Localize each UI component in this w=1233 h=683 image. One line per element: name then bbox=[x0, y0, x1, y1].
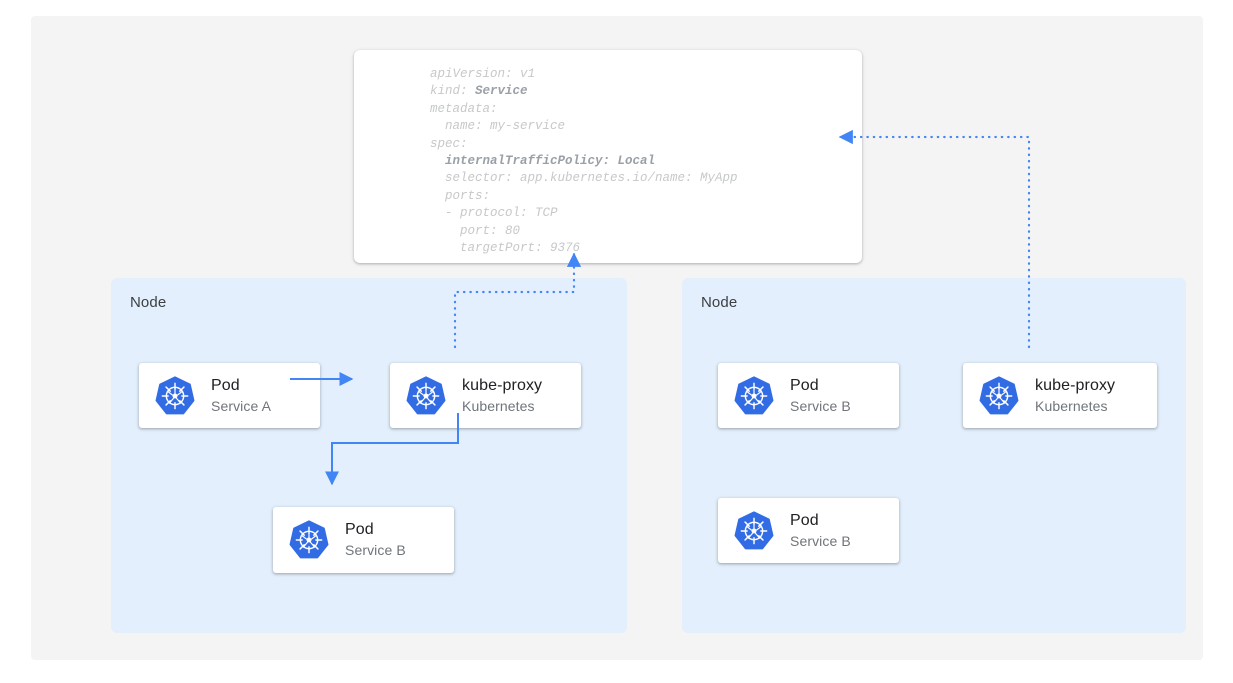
node-label-left: Node bbox=[130, 294, 167, 311]
yaml-line-selector: selector: app.kubernetes.io/name: MyApp bbox=[430, 171, 738, 186]
card-subtitle: Service B bbox=[790, 397, 851, 414]
card-kube-proxy-left[interactable]: kube-proxy Kubernetes bbox=[390, 363, 581, 428]
kubernetes-icon bbox=[289, 520, 329, 559]
card-subtitle: Service B bbox=[345, 542, 406, 558]
card-pod-service-b-right-bottom[interactable]: Pod Service B bbox=[718, 498, 899, 563]
yaml-line-spec: spec: bbox=[430, 136, 468, 151]
node-label-right: Node bbox=[701, 294, 738, 311]
card-title: Pod bbox=[790, 511, 819, 529]
yaml-line-port: port: 80 bbox=[430, 223, 521, 238]
card-kube-proxy-right[interactable]: kube-proxy Kubernetes bbox=[963, 363, 1157, 428]
card-text: kube-proxy Kubernetes bbox=[462, 376, 542, 416]
diagram-panel: apiVersion: v1 kind: Service metadata: n… bbox=[31, 16, 1203, 660]
card-title: Pod bbox=[345, 521, 374, 538]
service-manifest-code: apiVersion: v1 kind: Service metadata: n… bbox=[430, 66, 738, 257]
card-pod-service-b-left[interactable]: Pod Service B bbox=[273, 507, 454, 573]
card-title: kube-proxy bbox=[1035, 376, 1116, 394]
card-text: Pod Service B bbox=[790, 376, 851, 416]
card-pod-service-a[interactable]: Pod Service A bbox=[139, 363, 320, 428]
card-subtitle: Service B bbox=[790, 532, 851, 549]
yaml-line-kind: kind: Service bbox=[430, 84, 528, 99]
card-title: Pod bbox=[790, 376, 819, 394]
kubernetes-icon bbox=[155, 375, 195, 414]
card-pod-service-b-right-top[interactable]: Pod Service B bbox=[718, 363, 899, 428]
yaml-line-ports: ports: bbox=[430, 188, 491, 203]
yaml-line-metadata: metadata: bbox=[430, 101, 498, 116]
card-title: Pod bbox=[211, 376, 240, 394]
kubernetes-icon bbox=[406, 375, 446, 414]
kubernetes-icon bbox=[734, 510, 774, 549]
card-text: Pod Service B bbox=[790, 511, 851, 551]
card-title: kube-proxy bbox=[462, 376, 543, 394]
card-subtitle: Kubernetes bbox=[1035, 397, 1108, 414]
card-subtitle: Kubernetes bbox=[462, 397, 535, 414]
yaml-line-apiversion: apiVersion: v1 bbox=[430, 67, 536, 81]
yaml-line-name: name: my-service bbox=[430, 119, 566, 134]
service-manifest-card: apiVersion: v1 kind: Service metadata: n… bbox=[354, 50, 862, 263]
node-panel-left: Node bbox=[111, 278, 627, 633]
kubernetes-icon bbox=[734, 375, 774, 414]
card-text: Pod Service B bbox=[345, 520, 406, 560]
yaml-line-targetport: targetPort: 9376 bbox=[430, 241, 581, 256]
card-subtitle: Service A bbox=[211, 397, 272, 414]
yaml-line-internaltrafficpolicy: internalTrafficPolicy: Local bbox=[445, 154, 656, 169]
kubernetes-icon bbox=[979, 375, 1019, 414]
yaml-line-protocol: - protocol: TCP bbox=[430, 206, 558, 221]
card-text: kube-proxy Kubernetes bbox=[1035, 376, 1115, 416]
node-panel-right: Node bbox=[682, 278, 1186, 633]
card-text: Pod Service A bbox=[211, 376, 271, 416]
